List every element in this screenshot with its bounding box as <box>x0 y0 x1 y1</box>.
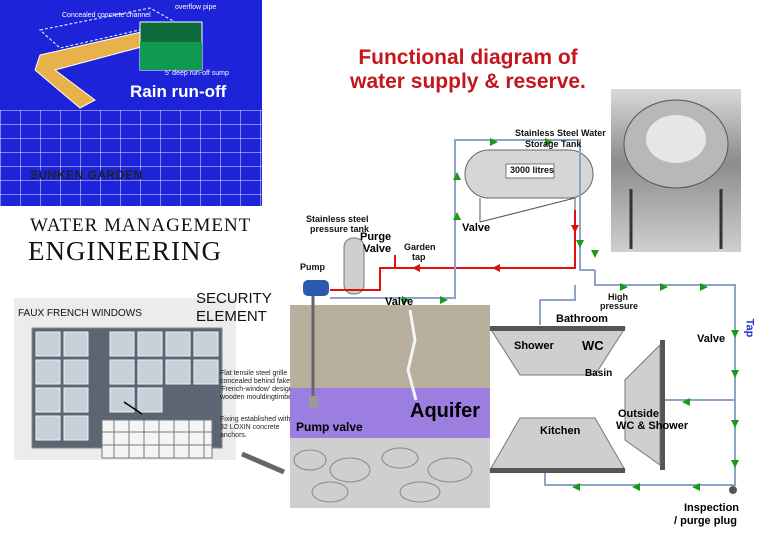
soil-layer <box>290 305 490 390</box>
tap-label: Tap <box>743 318 756 338</box>
pump-valve-label: Pump valve <box>296 420 363 434</box>
channel-label: Concealed concrete channel <box>62 12 151 19</box>
shower-label: Shower <box>514 340 554 352</box>
pressure-tank-icon <box>343 237 365 295</box>
valve-right-label: Valve <box>697 333 726 345</box>
purge-valve-label-1: Purge <box>360 231 392 243</box>
security-line2: ELEMENT <box>196 308 267 325</box>
kitchen-label: Kitchen <box>540 425 581 437</box>
tank-dome-icon <box>623 99 729 249</box>
sunken-garden-label: SUNKEN GARDEN <box>30 168 143 182</box>
water-management-heading: WATER MANAGEMENT <box>30 215 252 236</box>
window-illustration <box>31 327 223 459</box>
rock-outlines <box>293 447 473 503</box>
diagram-title-line1: Functional diagram of <box>358 46 578 69</box>
purge-plug-icon <box>729 486 737 494</box>
sump-label: 5' deep run-off sump <box>165 70 229 77</box>
tank-stand <box>479 197 576 223</box>
basin-label: Basin <box>585 368 613 379</box>
anchor-bolt-icon <box>241 451 285 475</box>
rock-layer <box>290 438 490 508</box>
high-pressure-label-2: pressure <box>600 301 639 311</box>
inspection-label-2: / purge plug <box>674 515 737 527</box>
storage-tank-label-2: Storage Tank <box>525 139 582 149</box>
supply-pipes <box>330 139 736 486</box>
channel-illustration <box>34 7 203 109</box>
tank-capacity: 3000 litres <box>510 165 555 175</box>
flow-arrows <box>402 138 739 491</box>
outside-wc-label-2: WC & Shower <box>616 420 689 432</box>
diagram-title: Functional diagram of water supply & res… <box>318 46 618 94</box>
faux-windows-label: FAUX FRENCH WINDOWS <box>18 308 142 319</box>
security-line1: SECURITY <box>196 290 272 307</box>
grille-note: Flat tensile steel grille concealed behi… <box>220 370 295 401</box>
rain-runoff-panel: Concealed concrete channel overflow pipe… <box>0 0 262 206</box>
wc-label: WC <box>582 338 604 353</box>
valve-top-label: Valve <box>462 222 491 234</box>
purge-valve-label-2: Valve <box>363 243 392 255</box>
valve-bottom-label: Valve <box>385 296 414 308</box>
bathroom-label: Bathroom <box>556 313 608 325</box>
faux-windows-panel: FAUX FRENCH WINDOWS Flat tensile steel g… <box>14 298 294 460</box>
outside-wc-label-1: Outside <box>618 408 659 420</box>
fixing-note: Fixing established with 32 LOXIN concret… <box>220 416 291 439</box>
pressure-tank-label-2: pressure tank <box>310 224 370 234</box>
pressure-tank-label-1: Stainless steel <box>306 214 369 224</box>
aquifer-layer <box>290 388 490 440</box>
pressure-tank-photo <box>611 89 741 252</box>
overflow-label: overflow pipe <box>175 4 217 11</box>
engineering-heading: ENGINEERING <box>28 236 222 266</box>
root-crack <box>406 309 418 401</box>
aquifer-label: Aquifer <box>410 400 480 422</box>
storage-tank-label-1: Stainless Steel Water <box>515 128 606 138</box>
pump-valve-icon <box>309 396 318 408</box>
pump-icon <box>303 280 329 296</box>
return-arrows <box>412 225 579 272</box>
rain-runoff-title: Rain run-off <box>130 82 227 101</box>
pump-label: Pump <box>300 262 326 272</box>
outside-wc-wall <box>660 340 665 470</box>
garden-tap-label-1: Garden <box>404 242 436 252</box>
garden-tap-label-2: tap <box>412 252 426 262</box>
inspection-label-1: Inspection <box>684 502 740 514</box>
diagram-title-line2: water supply & reserve. <box>350 70 586 93</box>
ground-grid <box>0 110 262 206</box>
high-pressure-label-1: High <box>608 292 628 302</box>
